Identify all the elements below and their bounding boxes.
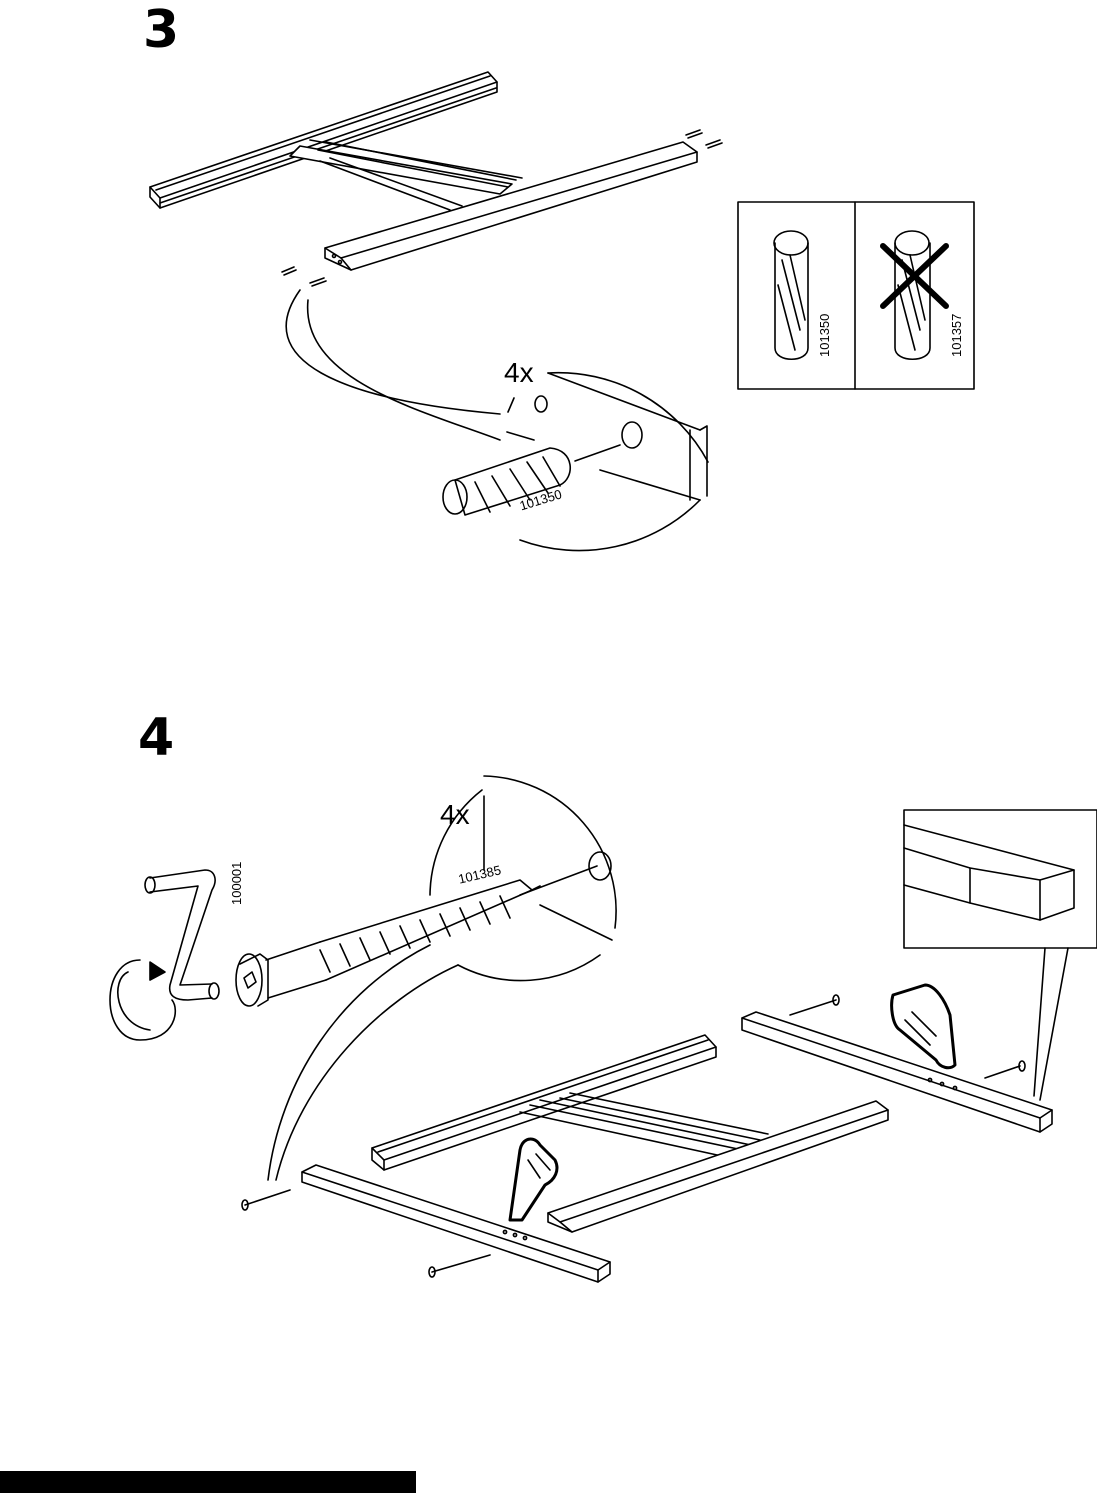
step-4-number: 4 (138, 712, 174, 764)
step4-hand-left (510, 1139, 557, 1220)
step3-detail-circle (443, 373, 708, 551)
step4-key-part-number: 100001 (230, 862, 243, 905)
step3-callout-line (286, 290, 500, 414)
step4-hex-key (110, 870, 219, 1040)
step3-wrong-part-number: 101357 (950, 314, 963, 357)
step4-quantity-label: 4x (440, 801, 470, 829)
step3-quantity-label: 4x (504, 359, 534, 387)
step4-bolt (236, 880, 540, 1006)
step3-grooved-rail (150, 72, 497, 208)
step4-hand-right (892, 985, 955, 1068)
step3-correct-part-number: 101350 (818, 314, 831, 357)
step4-side-rail (548, 1101, 888, 1232)
page-footer-bar (0, 1471, 416, 1493)
step4-back-leg-beam (742, 1012, 1052, 1132)
